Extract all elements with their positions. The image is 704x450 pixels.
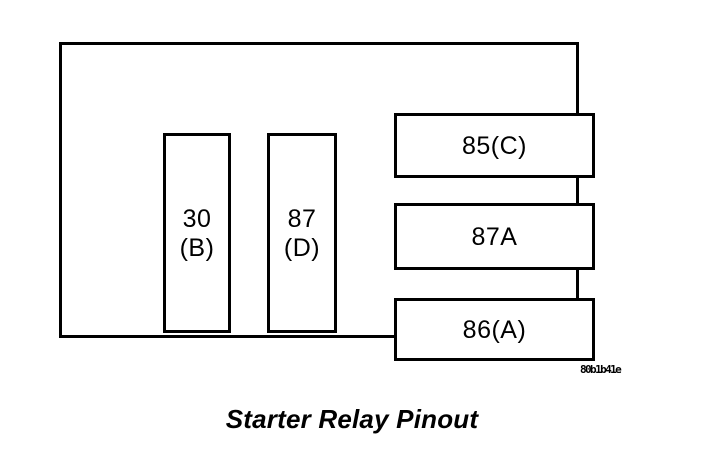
terminal-86a: 86(A) bbox=[394, 298, 595, 361]
terminal-85c-label: 85(C) bbox=[461, 131, 527, 160]
terminal-87-number: 87 bbox=[287, 204, 317, 233]
relay-body-outline: 30 (B) 87 (D) 85(C) 87A 86(A) bbox=[59, 42, 595, 361]
image-id-watermark: 80b1b41e bbox=[580, 363, 622, 376]
terminal-87-letter: (D) bbox=[283, 233, 321, 262]
terminal-85c: 85(C) bbox=[394, 113, 595, 178]
terminal-30: 30 (B) bbox=[163, 133, 231, 333]
terminal-30-number: 30 bbox=[182, 204, 212, 233]
terminal-87a-label: 87A bbox=[471, 222, 518, 251]
terminal-87a: 87A bbox=[394, 203, 595, 270]
terminal-30-letter: (B) bbox=[179, 233, 215, 262]
terminal-86a-label: 86(A) bbox=[462, 315, 527, 344]
terminal-87: 87 (D) bbox=[267, 133, 337, 333]
diagram-caption: Starter Relay Pinout bbox=[225, 404, 479, 434]
